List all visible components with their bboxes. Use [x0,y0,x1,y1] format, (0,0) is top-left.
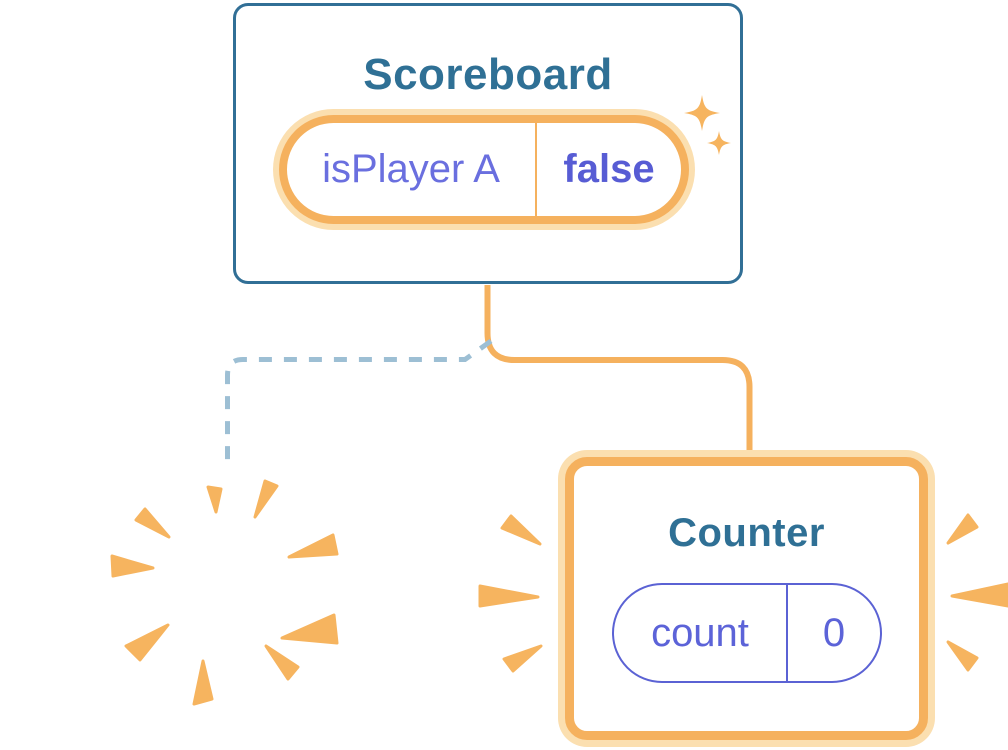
scoreboard-title: Scoreboard [363,50,613,99]
emphasis-burst-right-icon [946,513,1008,672]
poof-burst-icon [110,479,339,706]
emphasis-burst-left-icon [478,514,543,673]
state-value: 0 [822,610,846,655]
parent-child-connector-line [484,285,753,458]
state-label: count [651,610,749,655]
counter-title: Counter [668,511,825,555]
destroyed-component-square [93,461,363,723]
pill-divider [535,123,537,216]
scoreboard-component-card: Scoreboard isPlayer A false [233,3,743,284]
state-label: isPlayer A [322,147,500,191]
pill-divider [786,585,788,681]
state-value: false [563,147,655,191]
removed-child-dashed-connector-line [225,338,493,461]
counter-component-card: Counter count 0 [565,457,928,740]
scoreboard-state-pill: isPlayer A false [279,115,689,224]
counter-state-pill: count 0 [612,583,882,683]
